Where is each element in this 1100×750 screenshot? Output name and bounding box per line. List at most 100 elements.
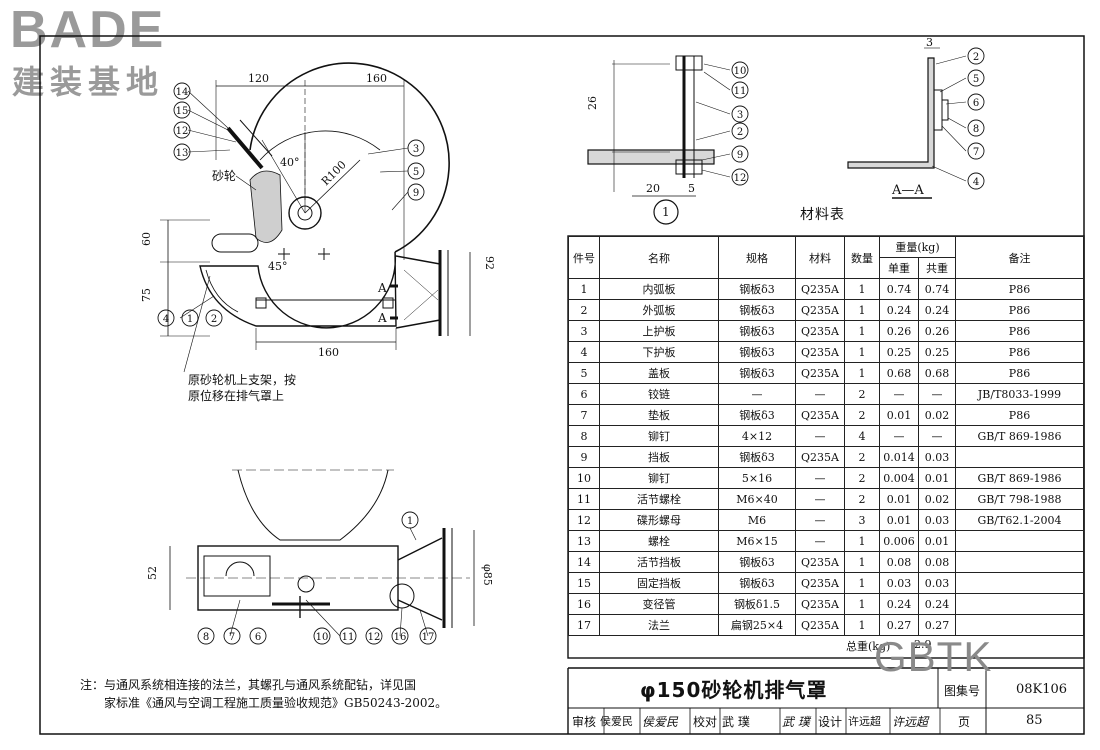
detail-1-mark: 1 bbox=[662, 205, 670, 219]
dim-52: 52 bbox=[146, 566, 159, 580]
dim-3: 3 bbox=[926, 36, 933, 49]
table-cell: — bbox=[795, 383, 845, 405]
table-cell: 0.01 bbox=[918, 467, 956, 489]
col-header-name: 名称 bbox=[599, 236, 719, 279]
table-cell: 2 bbox=[844, 383, 880, 405]
dim-26: 26 bbox=[586, 96, 599, 110]
brand-logo: BADE bbox=[10, 1, 166, 59]
dim-75: 75 bbox=[140, 288, 153, 302]
table-cell bbox=[955, 614, 1084, 636]
table-cell: 垫板 bbox=[599, 404, 719, 426]
table-cell: 0.25 bbox=[918, 341, 956, 363]
col-header-qty: 数量 bbox=[844, 236, 880, 279]
label-grinding-wheel: 砂轮 bbox=[212, 169, 236, 183]
table-cell: 1 bbox=[844, 530, 880, 552]
table-cell: 0.27 bbox=[918, 614, 956, 636]
callout: 10 bbox=[316, 632, 329, 643]
col-header-weight: 重量(kg) bbox=[879, 236, 956, 258]
table-cell: 11 bbox=[568, 488, 600, 510]
table-cell bbox=[955, 593, 1084, 615]
table-cell: 3 bbox=[844, 509, 880, 531]
table-cell: 1 bbox=[844, 593, 880, 615]
page-label: 页 bbox=[958, 715, 971, 729]
table-cell: 9 bbox=[568, 446, 600, 468]
table-cell: GB/T 869-1986 bbox=[955, 425, 1084, 447]
table-cell: 2 bbox=[844, 446, 880, 468]
table-cell: Q235A bbox=[795, 572, 845, 594]
table-cell: 1 bbox=[844, 341, 880, 363]
table-cell: 钢板δ3 bbox=[718, 320, 796, 342]
col-header-total-weight: 共重 bbox=[918, 257, 956, 279]
callout: 12 bbox=[368, 632, 381, 643]
dim-phi85: φ85 bbox=[481, 564, 494, 586]
callout: 6 bbox=[255, 632, 261, 643]
dim-160-top: 160 bbox=[366, 72, 387, 85]
table-cell: 活节螺栓 bbox=[599, 488, 719, 510]
table-cell: 0.01 bbox=[879, 509, 919, 531]
table-cell: — bbox=[918, 425, 956, 447]
table-cell: 0.03 bbox=[918, 572, 956, 594]
table-cell: — bbox=[879, 383, 919, 405]
callouts-detail1: 10 11 3 2 9 12 bbox=[731, 61, 749, 186]
table-cell: 1 bbox=[568, 278, 600, 300]
table-cell: 碟形螺母 bbox=[599, 509, 719, 531]
table-cell: 12 bbox=[568, 509, 600, 531]
callout: 1 bbox=[187, 314, 193, 325]
table-cell: 钢板δ3 bbox=[718, 362, 796, 384]
design-label: 设计 bbox=[818, 715, 843, 729]
drawing-note: 注：与通风系统相连接的法兰，其螺孔与通风系统配钻，详见国 家标准《通风与空调工程… bbox=[80, 676, 550, 712]
table-cell: 铆钉 bbox=[599, 425, 719, 447]
dim-120: 120 bbox=[248, 72, 269, 85]
table-cell: 0.27 bbox=[879, 614, 919, 636]
table-cell: Q235A bbox=[795, 614, 845, 636]
callout: 2 bbox=[737, 127, 743, 138]
section-mark-a-bottom: A bbox=[377, 311, 387, 325]
table-cell: 10 bbox=[568, 467, 600, 489]
table-cell: 5 bbox=[568, 362, 600, 384]
table-cell: 0.25 bbox=[879, 341, 919, 363]
section-aa-title: A—A bbox=[891, 183, 924, 198]
table-cell: 0.02 bbox=[918, 404, 956, 426]
callout: 3 bbox=[413, 144, 419, 155]
table-cell: 0.08 bbox=[918, 551, 956, 573]
callout: 7 bbox=[229, 632, 235, 643]
plan-view bbox=[169, 469, 475, 637]
checker-signature: 武 璞 bbox=[782, 715, 810, 729]
table-cell: 钢板δ3 bbox=[718, 446, 796, 468]
table-cell bbox=[955, 530, 1084, 552]
table-cell: Q235A bbox=[795, 404, 845, 426]
table-cell: M6 bbox=[718, 509, 796, 531]
table-cell: 4×12 bbox=[718, 425, 796, 447]
table-cell: 钢板δ3 bbox=[718, 551, 796, 573]
table-cell: 14 bbox=[568, 551, 600, 573]
callout: 5 bbox=[413, 167, 419, 178]
table-cell: 0.08 bbox=[879, 551, 919, 573]
table-cell: 2 bbox=[568, 299, 600, 321]
table-cell: 外弧板 bbox=[599, 299, 719, 321]
table-cell: 6 bbox=[568, 383, 600, 405]
table-cell: P86 bbox=[955, 404, 1084, 426]
table-cell bbox=[955, 572, 1084, 594]
dim-r100: R100 bbox=[319, 158, 349, 188]
drawing-title: φ150砂轮机排气罩 bbox=[640, 678, 828, 702]
callout: 8 bbox=[973, 124, 979, 135]
table-cell: 钢板δ3 bbox=[718, 341, 796, 363]
table-cell: Q235A bbox=[795, 446, 845, 468]
callout: 14 bbox=[176, 87, 189, 98]
reviewer-signature: 侯爱民 bbox=[642, 715, 679, 729]
table-cell: 铆钉 bbox=[599, 467, 719, 489]
table-cell: 0.24 bbox=[879, 299, 919, 321]
table-cell: 变径管 bbox=[599, 593, 719, 615]
dim-angle-40: 40° bbox=[280, 156, 300, 169]
table-cell: 0.24 bbox=[918, 593, 956, 615]
table-cell bbox=[955, 446, 1084, 468]
callout: 12 bbox=[734, 173, 747, 184]
table-cell: 0.24 bbox=[879, 593, 919, 615]
